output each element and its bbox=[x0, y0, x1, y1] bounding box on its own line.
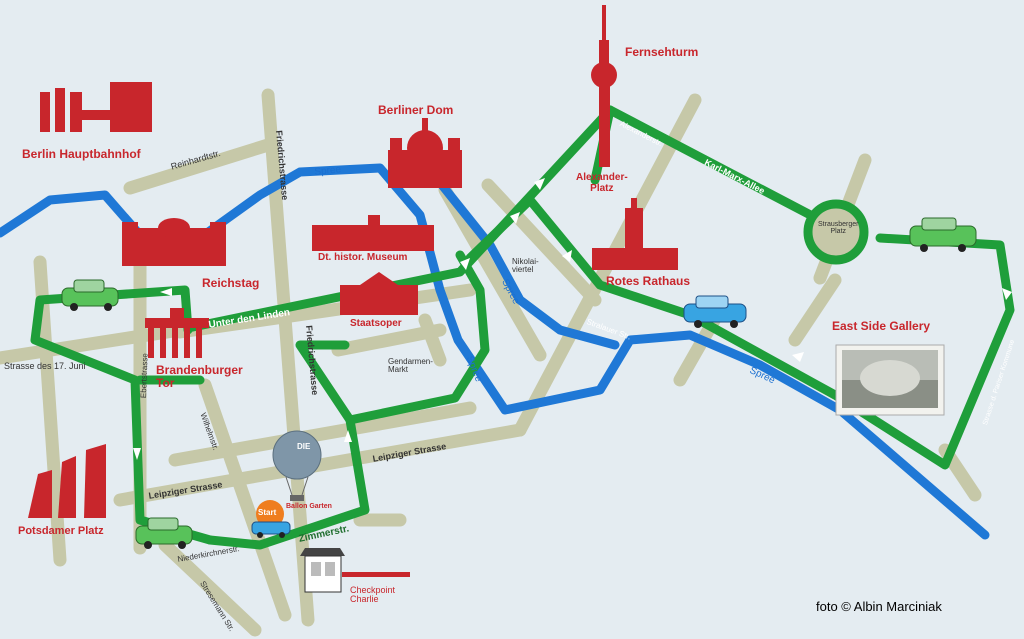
route-arrows bbox=[133, 178, 1012, 460]
brandenburger-label: Brandenburger Tor bbox=[156, 363, 243, 390]
potsdamer-platz-icon bbox=[28, 444, 106, 518]
rathaus-label: Rotes Rathaus bbox=[606, 274, 691, 288]
ballon-label: Ballon Garten bbox=[286, 503, 332, 510]
ebertstrasse-label: Ebertstrasse bbox=[139, 353, 150, 399]
potsdamer-label: Potsdamer Platz bbox=[18, 525, 104, 537]
strausberger-platz-label: Strausberger Platz bbox=[818, 221, 859, 236]
rathaus-icon bbox=[592, 198, 678, 270]
balloon-icon bbox=[272, 430, 322, 501]
alexanderplatz-label: Alexander- Platz bbox=[576, 172, 628, 194]
strasse-17-juni-label: Strasse des 17. Juni bbox=[4, 361, 86, 371]
balloon-text: DIE bbox=[297, 442, 311, 451]
east-side-gallery-photo bbox=[835, 344, 945, 416]
fernsehturm-icon bbox=[591, 5, 617, 167]
gendarmenmarkt-label: Gendarmen- Markt bbox=[388, 357, 433, 375]
start-marker bbox=[256, 500, 284, 528]
berliner-dom-icon bbox=[388, 118, 462, 188]
hauptbahnhof-label: Berlin Hauptbahnhof bbox=[22, 147, 141, 161]
museum-label: Dt. histor. Museum bbox=[318, 252, 408, 263]
checkpoint-booth-icon bbox=[300, 548, 410, 593]
trabant-car bbox=[135, 517, 193, 549]
staatsoper-icon bbox=[340, 272, 418, 315]
staatsoper-label: Staatsoper bbox=[350, 318, 402, 329]
east-side-gallery-label: East Side Gallery bbox=[832, 319, 931, 333]
fernsehturm-label: Fernsehturm bbox=[625, 45, 699, 59]
museum-icon bbox=[312, 215, 434, 251]
trabant-car-blue bbox=[683, 295, 747, 328]
brandenburger-tor-icon bbox=[145, 308, 209, 358]
reichstag-icon bbox=[122, 218, 226, 266]
trabant-car bbox=[61, 279, 119, 311]
trabant-car bbox=[909, 217, 977, 252]
dom-label: Berliner Dom bbox=[378, 103, 454, 117]
start-label: Start bbox=[258, 508, 277, 517]
nikolaiviertel-label: Nikolai- viertel bbox=[512, 257, 539, 275]
hauptbahnhof-icon bbox=[40, 82, 152, 132]
trabant-car-blue bbox=[251, 521, 291, 538]
photo-credit: foto © Albin Marciniak bbox=[816, 599, 942, 614]
reichstag-label: Reichstag bbox=[202, 276, 260, 290]
checkpoint-label: Checkpoint Charlie bbox=[350, 585, 396, 605]
strausberger-roundabout bbox=[803, 199, 869, 265]
